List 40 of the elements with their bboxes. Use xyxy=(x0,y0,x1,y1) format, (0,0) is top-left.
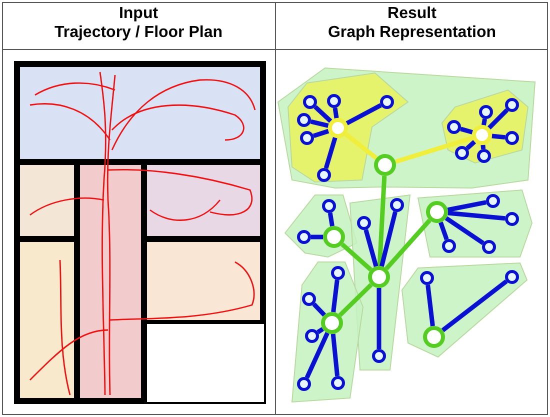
column-heading: Graph Representation xyxy=(328,23,496,42)
graph-edge xyxy=(438,222,449,240)
graph-edge xyxy=(312,302,326,317)
graph-edge xyxy=(304,332,330,379)
graph-edge xyxy=(482,118,488,126)
graph-edge xyxy=(332,108,339,118)
cluster-region xyxy=(402,263,527,357)
graph-edge xyxy=(460,126,473,134)
graph-edge xyxy=(324,136,338,169)
graph-edge xyxy=(312,128,330,138)
graph-edge xyxy=(492,134,506,140)
cluster-region xyxy=(442,90,528,163)
graph-edge xyxy=(330,334,340,376)
graph-edge xyxy=(338,283,373,317)
graph-edge xyxy=(448,210,506,221)
graph-edge xyxy=(314,105,332,123)
graph-edge xyxy=(344,132,378,160)
graph-edge xyxy=(447,200,487,212)
graph-edge xyxy=(379,211,398,267)
graph-edge xyxy=(466,140,476,150)
graph-edge xyxy=(384,218,432,270)
graph-edge xyxy=(444,216,484,245)
graph-edge xyxy=(377,176,387,266)
column-heading: Trajectory / Floor Plan xyxy=(54,23,223,42)
graph-edge xyxy=(346,103,382,126)
column-heading: Result xyxy=(388,4,436,23)
graph-edge xyxy=(487,108,509,130)
graph-edge xyxy=(340,242,372,272)
graph-edge xyxy=(310,119,329,128)
cluster-region xyxy=(288,73,408,182)
graph-edge xyxy=(480,144,486,150)
graph-edge xyxy=(394,136,474,164)
column-heading: Input xyxy=(118,4,158,23)
graph-edge xyxy=(364,229,378,267)
graph-edge xyxy=(316,327,324,334)
cluster-region xyxy=(418,190,532,257)
cluster-region xyxy=(292,262,363,402)
graph-edge xyxy=(376,288,382,349)
graph-edge xyxy=(311,234,323,240)
graph-edge xyxy=(328,212,334,226)
